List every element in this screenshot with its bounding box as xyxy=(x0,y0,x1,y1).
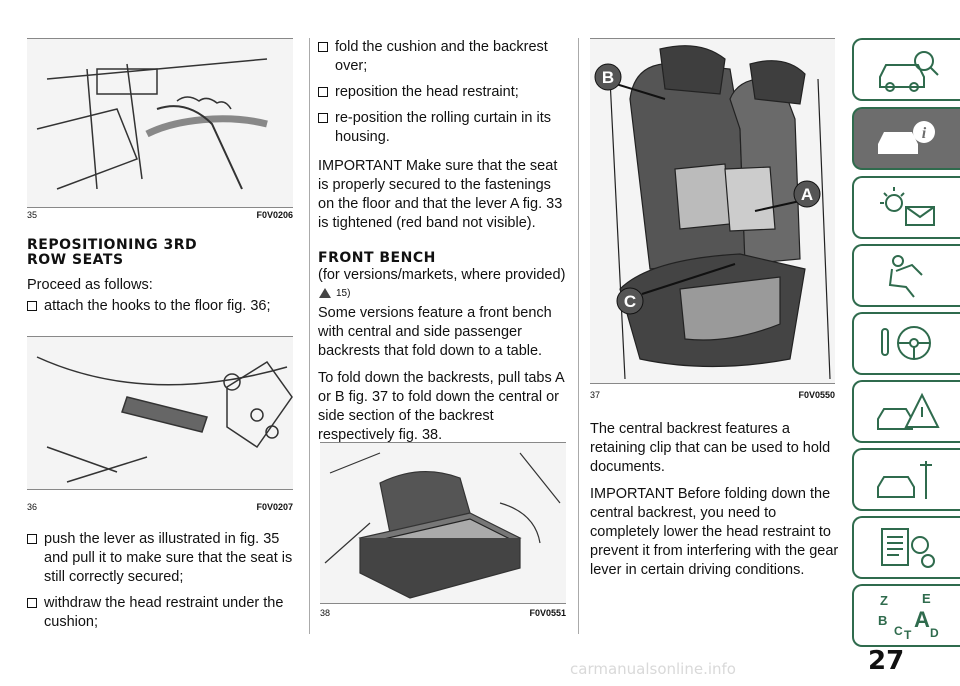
sidebar-tab-starting-driving[interactable] xyxy=(852,312,960,375)
bullet-text: withdraw the head restraint under the cu… xyxy=(44,595,284,630)
svg-text:i: i xyxy=(922,125,927,142)
bullet-item: push the lever as illustrated in fig. 35… xyxy=(27,530,297,587)
paragraph: The central backrest features a retainin… xyxy=(590,421,831,475)
bullet-item: reposition the head restraint; xyxy=(318,83,568,102)
bullet-text: attach the hooks to the floor fig. 36; xyxy=(44,298,271,314)
figure-number: 38 xyxy=(320,608,331,618)
important-note: IMPORTANT Before folding down the centra… xyxy=(590,486,839,578)
index-letter: D xyxy=(930,626,939,640)
index-letter: B xyxy=(878,613,887,628)
figure-35 xyxy=(27,38,293,208)
steering-wheel-key-icon xyxy=(881,325,931,360)
floor-hook-illustration xyxy=(36,356,293,483)
column-1-text: REPOSITIONING 3RD ROW SEATS Proceed as f… xyxy=(27,238,295,323)
bullet-text: push the lever as illustrated in fig. 35… xyxy=(44,531,293,585)
bullet-text: fold the cushion and the backrest over; xyxy=(335,39,548,74)
paragraph: To fold down the backrests, pull tabs A … xyxy=(318,370,564,443)
checkbox-bullet-icon xyxy=(27,534,37,544)
index-letter: Z xyxy=(880,593,888,608)
figure-number: 35 xyxy=(27,210,38,220)
car-info-icon: i xyxy=(878,120,935,154)
technical-data-icon xyxy=(881,527,935,568)
index-letter: E xyxy=(922,591,931,606)
index-letter: T xyxy=(904,628,912,641)
warning-triangle-icon xyxy=(319,288,331,298)
figure-38 xyxy=(320,442,566,604)
column-2-text: fold the cushion and the backrest over; … xyxy=(318,38,568,445)
checkbox-bullet-icon xyxy=(318,87,328,97)
column-divider xyxy=(309,38,310,634)
column-3-text: The central backrest features a retainin… xyxy=(590,420,840,580)
figure-code: F0V0551 xyxy=(529,608,566,618)
checkbox-bullet-icon xyxy=(27,598,37,608)
figure-37: B A C xyxy=(590,38,835,384)
index-letters-icon: Z E B A C T D xyxy=(878,591,939,641)
paragraph: Some versions feature a front bench with… xyxy=(318,305,552,359)
index-letter: C xyxy=(894,624,903,638)
bullet-item: withdraw the head restraint under the cu… xyxy=(27,594,297,632)
sidebar-tab-safety[interactable] xyxy=(852,244,960,307)
folded-backrest-table-illustration xyxy=(324,452,561,599)
figure-code: F0V0550 xyxy=(798,390,835,400)
sidebar-tab-index[interactable]: Z E B A C T D xyxy=(852,584,960,647)
sidebar-tab-emergency[interactable] xyxy=(852,380,960,443)
callout-b-label: B xyxy=(602,68,614,87)
figure-36 xyxy=(27,336,293,490)
heading-line-1: REPOSITIONING 3RD xyxy=(27,237,198,253)
sidebar-tab-technical-specs[interactable] xyxy=(852,516,960,579)
car-hazard-icon xyxy=(877,392,940,430)
car-wrench-icon xyxy=(877,460,932,499)
sidebar-tab-dashboard-info[interactable]: i xyxy=(852,107,960,170)
callout-c-label: C xyxy=(624,292,636,311)
heading-line-2: ROW SEATS xyxy=(27,252,124,268)
figure-38-caption: 38 F0V0551 xyxy=(320,608,566,618)
note-reference: 15) xyxy=(318,287,568,299)
section-heading: FRONT BENCH xyxy=(318,250,436,266)
callout-a-label: A xyxy=(801,185,813,204)
sidebar-tab-getting-to-know[interactable] xyxy=(852,38,960,101)
front-bench-illustration: B A C xyxy=(594,45,831,380)
car-search-icon xyxy=(879,50,939,92)
bullet-item: fold the cushion and the backrest over; xyxy=(318,38,568,76)
section-subheading: (for versions/markets, where provided) xyxy=(318,267,566,283)
checkbox-bullet-icon xyxy=(318,42,328,52)
figure-37-caption: 37 F0V0550 xyxy=(590,390,835,400)
column-divider xyxy=(578,38,579,634)
seat-lever-illustration xyxy=(36,58,268,190)
important-note: IMPORTANT Make sure that the seat is pro… xyxy=(318,158,563,231)
figure-number: 36 xyxy=(27,502,38,512)
note-ref-text: 15) xyxy=(336,287,351,299)
bullet-item: attach the hooks to the floor fig. 36; xyxy=(27,297,295,316)
sidebar-tab-maintenance[interactable] xyxy=(852,448,960,511)
figure-35-caption: 35 F0V0206 xyxy=(27,210,293,220)
page-number: 27 xyxy=(868,646,905,676)
figure-code: F0V0206 xyxy=(256,210,293,220)
figure-code: F0V0207 xyxy=(256,502,293,512)
safety-seat-icon xyxy=(888,254,923,298)
section-heading: REPOSITIONING 3RD ROW SEATS xyxy=(27,238,295,268)
bullet-item: re-position the rolling curtain in its h… xyxy=(318,109,568,147)
column-1-bullets: push the lever as illustrated in fig. 35… xyxy=(27,530,297,639)
bullet-text: reposition the head restraint; xyxy=(335,84,519,100)
index-letter: A xyxy=(914,607,930,632)
bullet-text: re-position the rolling curtain in its h… xyxy=(335,110,551,145)
checkbox-bullet-icon xyxy=(27,301,37,311)
checkbox-bullet-icon xyxy=(318,113,328,123)
watermark: carmanualsonline.info xyxy=(570,660,736,678)
sidebar-tab-warning-lights[interactable] xyxy=(852,176,960,239)
figure-number: 37 xyxy=(590,390,601,400)
figure-36-caption: 36 F0V0207 xyxy=(27,502,293,512)
warning-lights-icon xyxy=(880,186,935,226)
intro-text: Proceed as follows: xyxy=(27,277,153,293)
